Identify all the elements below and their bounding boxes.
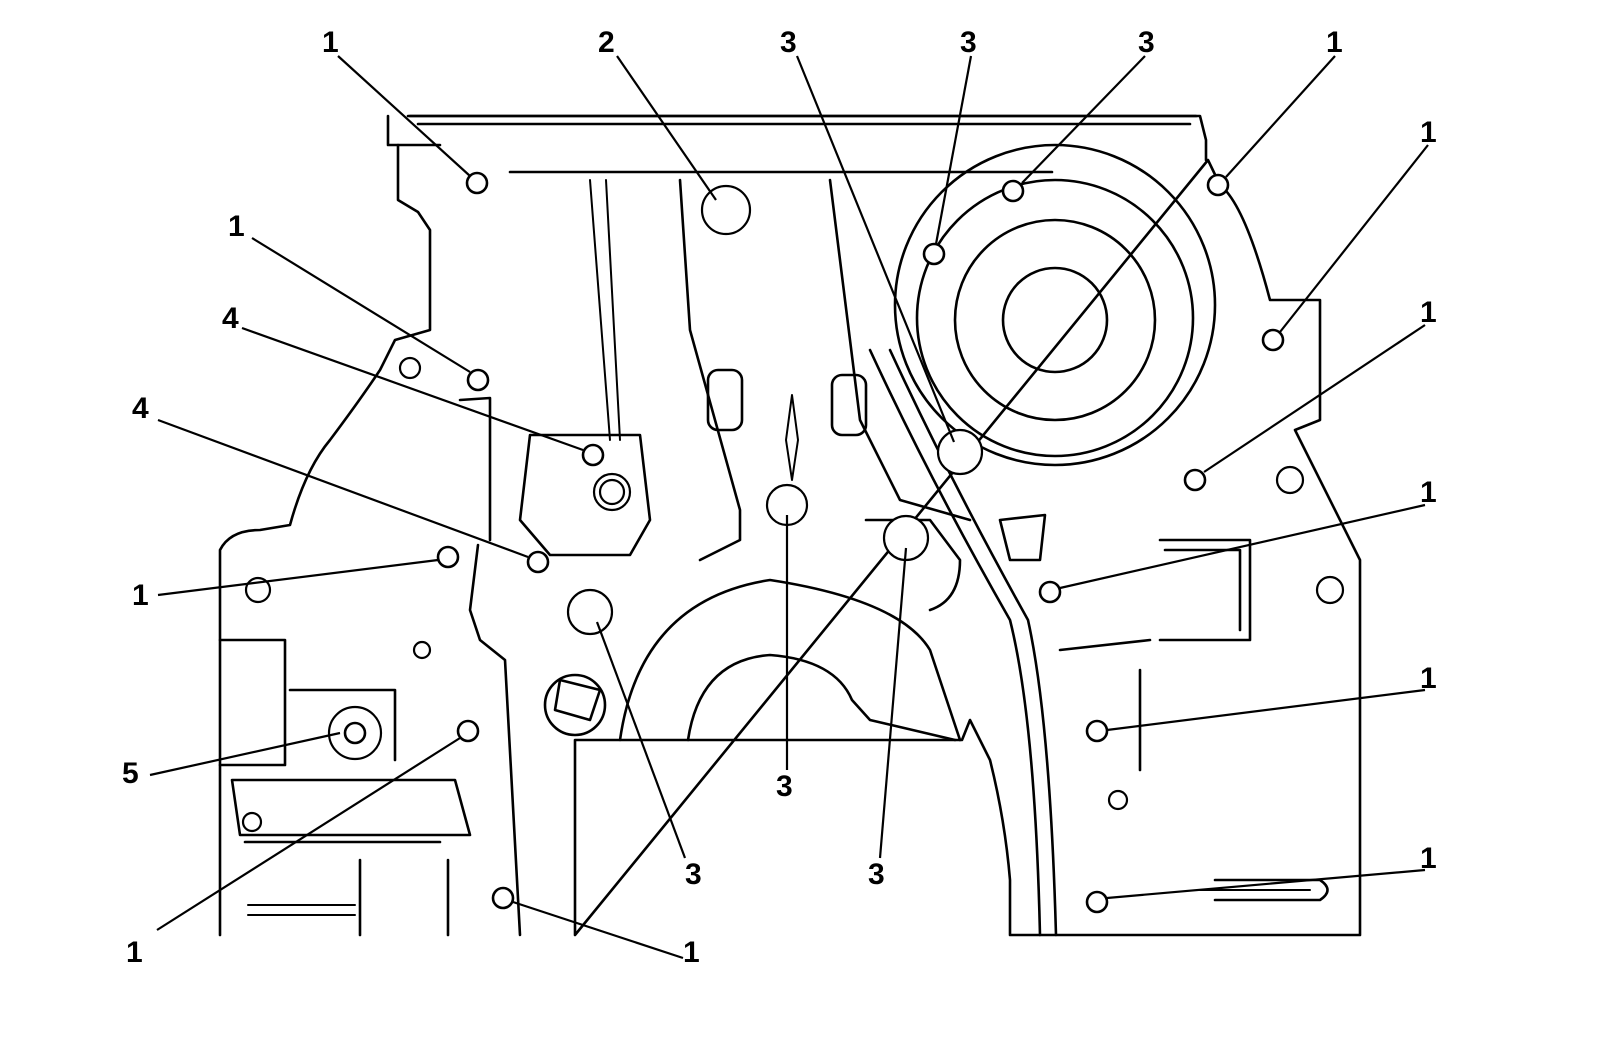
bolt-1-bottom-left: [491, 886, 515, 910]
bolt-1-left-lower: [456, 719, 480, 743]
bolt-1-left-mid: [436, 545, 460, 569]
bolt-3-top-right: [1001, 179, 1025, 203]
callout-label: 4: [222, 302, 239, 335]
callout-label: 1: [1420, 116, 1437, 149]
bolt-1-right-mid: [1183, 468, 1207, 492]
bolt-1-right-lower-mid: [1038, 580, 1062, 604]
bolt-1-bottom-right: [1085, 890, 1109, 914]
callout-label: 2: [598, 26, 615, 59]
callout-label: 3: [780, 26, 797, 59]
bolt-4-upper: [581, 443, 605, 467]
callout-label: 3: [1138, 26, 1155, 59]
callout-label: 1: [132, 579, 149, 612]
callout-label: 1: [1326, 26, 1343, 59]
bolt-1-top-left: [465, 171, 489, 195]
callout-label: 1: [1420, 662, 1437, 695]
callout-label: 4: [132, 392, 149, 425]
callout-label: 5: [122, 757, 139, 790]
bolt-1-right-lower: [1085, 719, 1109, 743]
bolt-1-left-upper: [466, 368, 490, 392]
callout-label: 3: [685, 858, 702, 891]
callout-label: 1: [1420, 476, 1437, 509]
bolt-1-top-right: [1206, 173, 1230, 197]
callout-label: 3: [960, 26, 977, 59]
bolt-1-right-upper: [1261, 328, 1285, 352]
bolt-locations: [327, 171, 1285, 914]
callout-label: 1: [322, 26, 339, 59]
callout-label: 1: [683, 936, 700, 969]
casting-outline: [218, 114, 1362, 937]
callout-labels: 1 2 3 3 3 1 1 1 4 1 4 1 1 1 5 3 3 3 1 1 …: [122, 26, 1437, 969]
bolt-3-top-center: [922, 242, 946, 266]
callout-label: 3: [776, 770, 793, 803]
dowel-holes: [241, 356, 1345, 833]
oil-pump-sprocket: [893, 143, 1217, 467]
callout-label: 3: [868, 858, 885, 891]
callout-label: 1: [1420, 296, 1437, 329]
bolt-4-lower: [526, 550, 550, 574]
callout-label: 1: [126, 936, 143, 969]
callout-label: 1: [228, 210, 245, 243]
leader-lines: [149, 55, 1429, 960]
callout-label: 1: [1420, 842, 1437, 875]
